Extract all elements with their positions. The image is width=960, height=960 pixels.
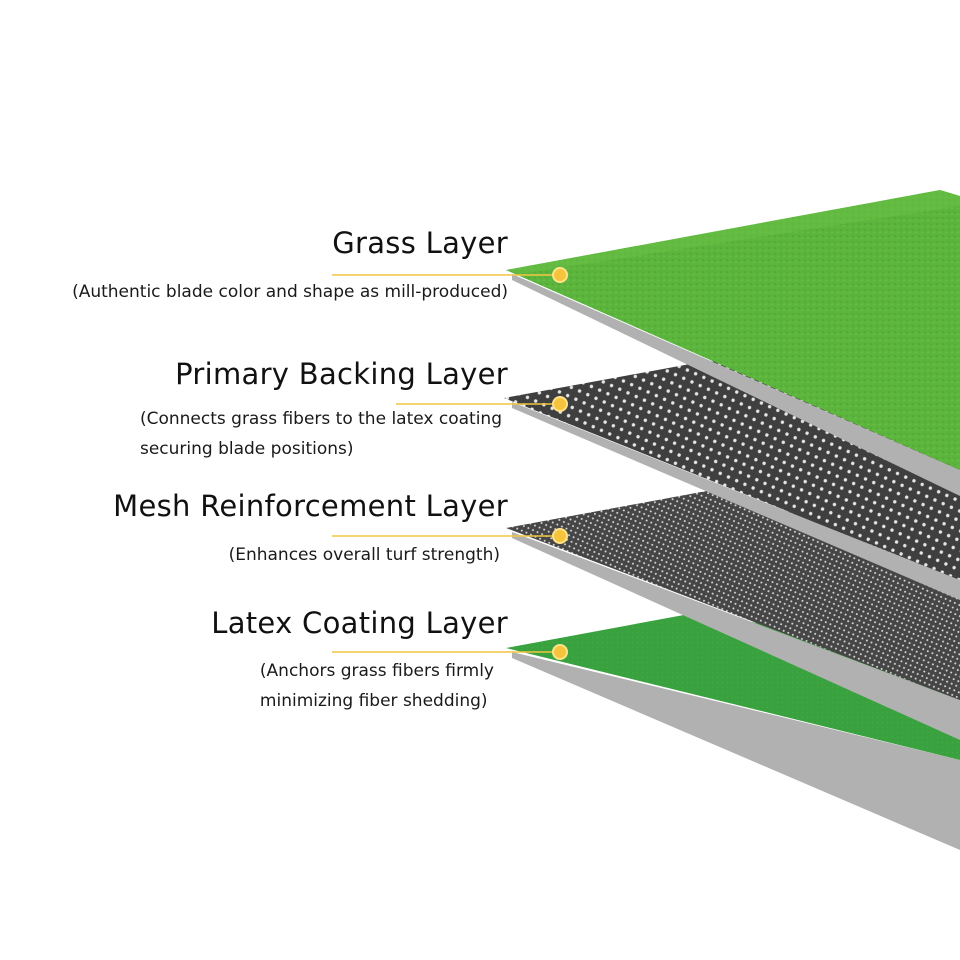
mesh-reinforcement-layer-title: Mesh Reinforcement Layer	[113, 489, 508, 523]
primary-backing-layer-description-line: securing blade positions)	[139, 439, 354, 459]
mesh-reinforcement-layer-marker	[552, 528, 568, 544]
latex-coating-layer-description-line: (Anchors grass fibers firmly	[259, 661, 494, 681]
mesh-reinforcement-layer-description: (Enhances overall turf strength)	[229, 540, 500, 570]
mesh-reinforcement-layer-description-line: (Enhances overall turf strength)	[228, 545, 500, 565]
primary-backing-layer-marker	[552, 396, 568, 412]
grass-layer-title: Grass Layer	[332, 226, 508, 260]
grass-layer-sheet	[506, 190, 960, 496]
primary-backing-layer-description: (Connects grass fibers to the latex coat…	[140, 404, 502, 464]
latex-coating-layer-description: (Anchors grass fibers firmly minimizing …	[260, 656, 494, 716]
primary-backing-layer-title: Primary Backing Layer	[175, 357, 508, 391]
grass-layer-description: (Authentic blade color and shape as mill…	[72, 277, 508, 307]
grass-layer-marker	[552, 267, 568, 283]
latex-coating-layer-title: Latex Coating Layer	[211, 606, 508, 640]
latex-coating-layer-description-line: minimizing fiber shedding)	[259, 691, 488, 711]
primary-backing-layer-description-line: (Connects grass fibers to the latex coat…	[139, 409, 502, 429]
latex-coating-layer-marker	[552, 644, 568, 660]
leader-lines	[332, 267, 568, 660]
grass-layer-description-line: (Authentic blade color and shape as mill…	[72, 282, 508, 302]
